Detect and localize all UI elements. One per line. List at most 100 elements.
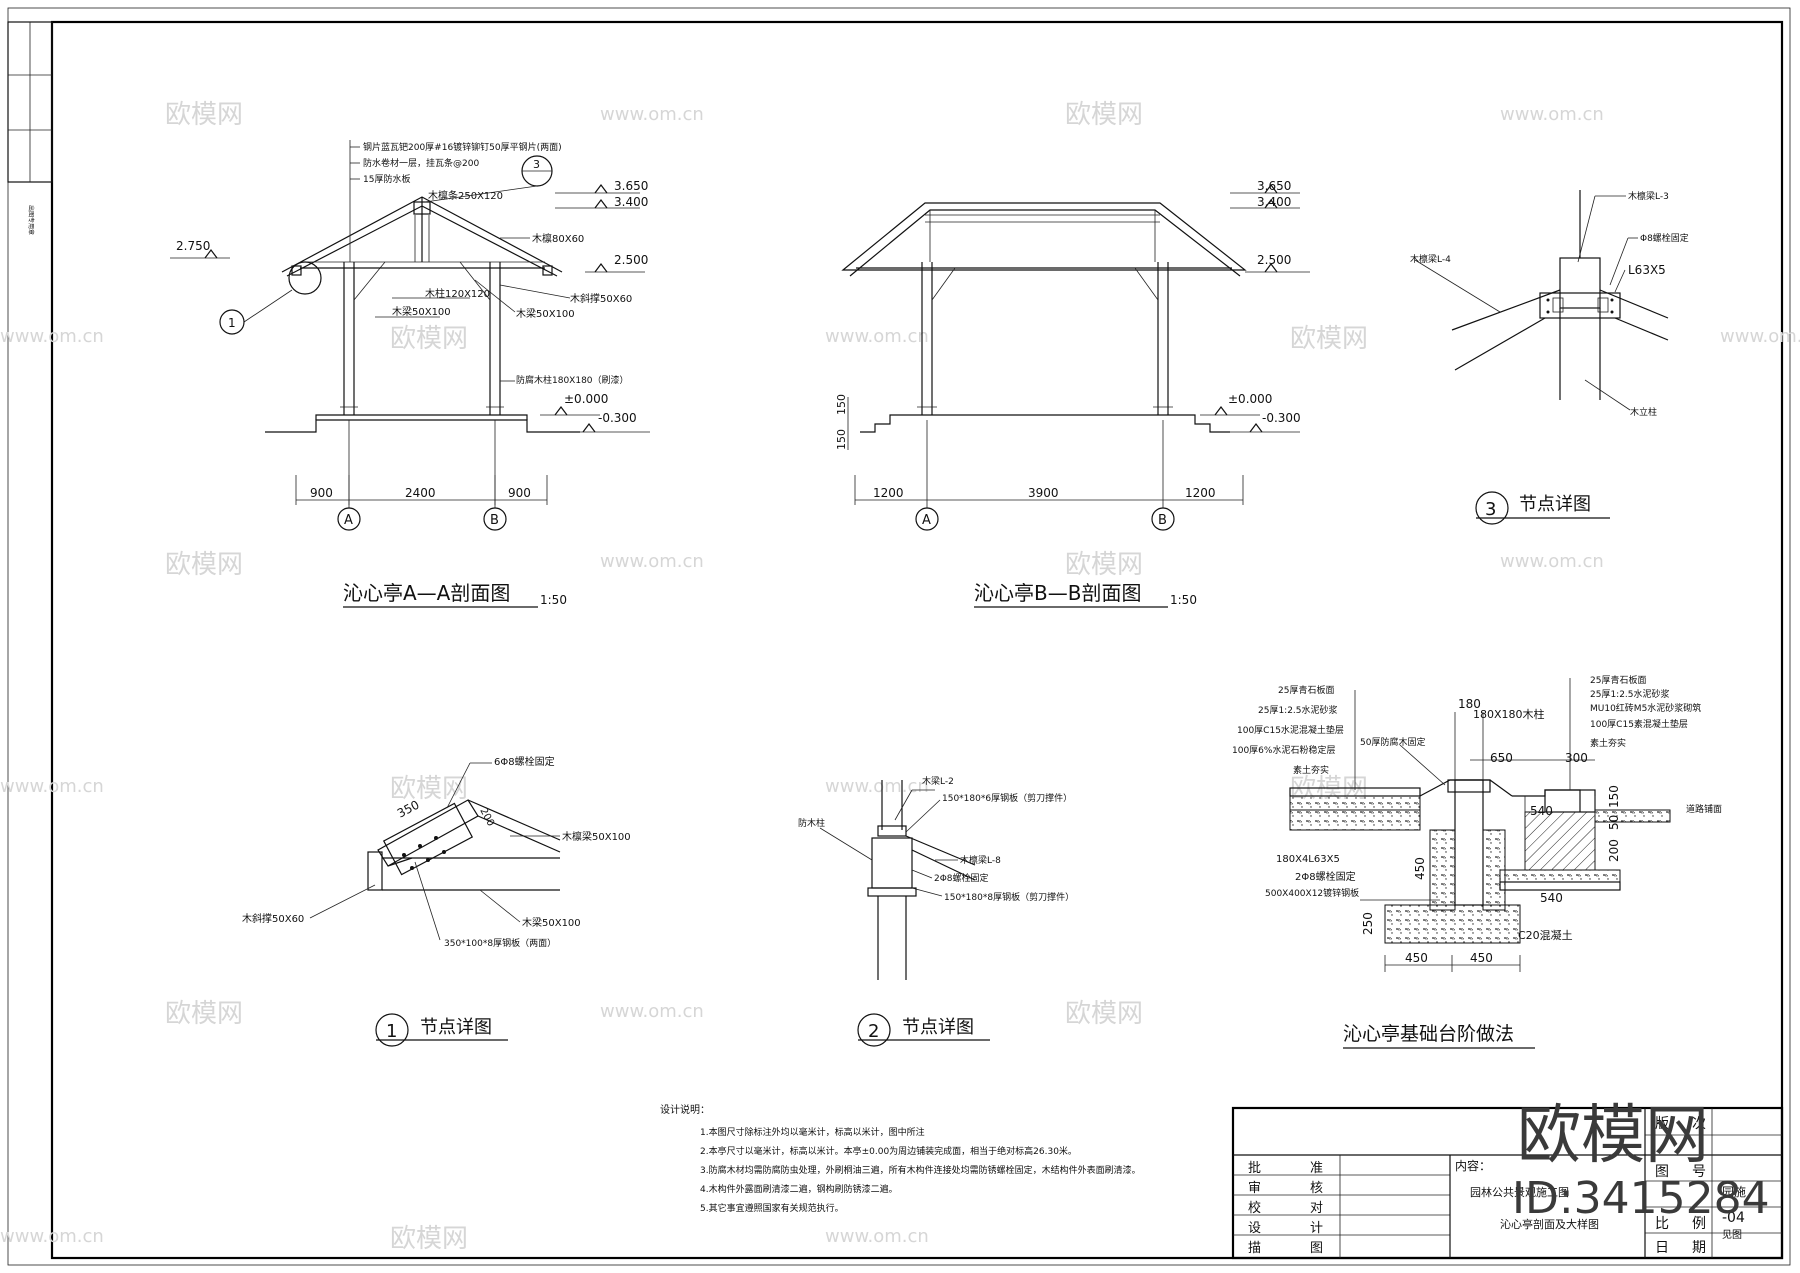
fd-right-4: 100厚C15素混凝土垫层 [1590, 718, 1688, 730]
watermark-logo: 欧模网 [165, 999, 243, 1029]
tb-right-5: 比 [1655, 1216, 1669, 1232]
n3-label-post: 木立柱 [1630, 406, 1657, 418]
fd-dim-150-v: 150 [1607, 785, 1621, 808]
roof-note-2: 防水卷材一层，挂瓦条@200 [363, 157, 479, 169]
elev-a-000: ±0.000 [564, 392, 608, 406]
elev-a-3400: 3.400 [614, 195, 648, 209]
fd-dim-300: 300 [1565, 751, 1588, 765]
elev-b-3400: 3.400 [1257, 195, 1291, 209]
watermark-logo: 欧模网 [390, 774, 468, 804]
side-stamp: 出图专用章 [27, 205, 35, 235]
note-5: 5.其它事宜遵照国家有关规范执行。 [700, 1202, 844, 1214]
label-beam-left: 木梁50X100 [392, 305, 451, 318]
label-strut: 木斜撑50X60 [570, 292, 632, 305]
label-purlin: 木檩条250X120 [428, 189, 503, 202]
detail-ref-3: 3 [533, 158, 540, 171]
watermark-url: www.om.cn [600, 104, 704, 125]
fd-mid-4: 2Φ8螺栓固定 [1295, 870, 1356, 883]
fd-dim-50-v: 50 [1607, 815, 1621, 830]
title-block: 批 准 审 核 校 对 设 计 描 图 内容： 园林公共景观施工图 沁心亭剖面及… [1231, 1106, 1784, 1260]
n1-label-strut: 木斜撑50X60 [242, 912, 304, 925]
fd-left-3: 100厚C15水泥混凝土垫层 [1237, 724, 1344, 736]
tb-role-2a: 审 [1248, 1181, 1261, 1196]
watermark-url: www.om.cn [825, 326, 929, 347]
watermark-url: www.om.cn [0, 326, 104, 347]
watermark-logo: 欧模网 [390, 1224, 468, 1254]
watermark-url: www.om.cn [600, 551, 704, 572]
tb-right-3: 图 [1655, 1164, 1669, 1180]
notes-title: 设计说明： [660, 1103, 710, 1116]
watermark-layer: 欧模网 www.om.cn 欧模网 www.om.cn www.om.cn 欧模… [0, 100, 1800, 1254]
tb-content-2: 沁心亭剖面及大样图 [1500, 1217, 1599, 1231]
title-section-b: 沁心亭B—B剖面图 [974, 581, 1141, 605]
n1-label-bolts: 6Φ8螺栓固定 [494, 755, 555, 768]
n2-label-column: 防木柱 [798, 817, 825, 829]
n2-label-plate-bot: 150*180*8厚钢板（剪刀撑件） [944, 891, 1074, 903]
dim-a-2400: 2400 [405, 486, 436, 500]
n1-label-plate: 350*100*8厚钢板（两面） [444, 937, 556, 949]
fd-left-1b: 25厚青石板面 [1278, 684, 1334, 696]
watermark-url: www.om.cn [1720, 326, 1800, 347]
tb-role-5a: 描 [1248, 1241, 1261, 1256]
n2-label-beam: 木梁L-2 [922, 775, 954, 787]
fd-dim-200-v: 200 [1607, 839, 1621, 862]
section-a-drawing: 1 3 3.650 3.400 2.750 2.500 ±0.000 -0.30… [170, 140, 650, 608]
n3-label-l3: 木檩梁L-3 [1628, 190, 1669, 202]
fd-dim-650: 650 [1490, 751, 1513, 765]
fd-dim-180: 180 [1458, 697, 1481, 711]
watermark-url: www.om.cn [1500, 551, 1604, 572]
note-2: 2.本亭尺寸以毫米计，标高以米计。本亭±0.00为周边铺装完成面，相当于绝对标高… [700, 1145, 1077, 1157]
title-foundation: 沁心亭基础台阶做法 [1343, 1023, 1514, 1045]
tb-role-3b: 对 [1310, 1201, 1323, 1216]
detail-ref-1: 1 [228, 316, 236, 330]
watermark-logo: 欧模网 [1065, 999, 1143, 1029]
watermark-big-logo: 欧模网 [1517, 1099, 1709, 1173]
tb-role-1a: 批 [1248, 1161, 1261, 1176]
fd-mid-2: 180X180木柱 [1473, 707, 1545, 721]
design-notes: 设计说明： 1.本图尺寸除标注外均以毫米计，标高以米计，图中所注 2.本亭尺寸以… [660, 1103, 1141, 1214]
section-b-drawing: 3.650 3.400 2.500 ±0.000 -0.300 150 150 … [835, 179, 1310, 608]
fd-dim-450-a: 450 [1405, 951, 1428, 965]
tb-content-1: 园林公共景观施工图 [1470, 1185, 1569, 1199]
node-detail-2: 木梁L-2 150*180*6厚钢板（剪刀撑件） 木檩梁L-8 2Φ8螺栓固定 … [798, 775, 1074, 1047]
tb-role-4a: 设 [1248, 1221, 1261, 1236]
fd-mid-7: 道路铺面 [1686, 803, 1722, 815]
dim-a-900-left: 900 [310, 486, 333, 500]
fd-dim-540-top: 540 [1530, 804, 1553, 818]
watermark-url: www.om.cn [0, 1226, 104, 1247]
tb-right-6: 例 [1692, 1216, 1706, 1232]
fd-mid-6: C20混凝土 [1518, 928, 1573, 942]
sheet-frame: 出图专用章 [7, 7, 1791, 1266]
elev-b-2500: 2.500 [1257, 253, 1291, 267]
tb-right-1: 版 [1655, 1116, 1669, 1132]
watermark-logo: 欧模网 [1065, 100, 1143, 130]
n1-label-beam-bot: 木梁50X100 [522, 916, 581, 929]
elev-b-000: ±0.000 [1228, 392, 1272, 406]
watermark-logo: 欧模网 [390, 324, 468, 354]
tb-right-4: 号 [1692, 1164, 1706, 1180]
title-node2: 节点详图 [902, 1017, 974, 1038]
roof-note-3: 15厚防水板 [363, 173, 410, 185]
fd-right-2: 25厚1:2.5水泥砂浆 [1590, 688, 1670, 700]
watermark-url: www.om.cn [1500, 104, 1604, 125]
tb-right-2: 次 [1692, 1116, 1706, 1132]
title-node3: 节点详图 [1519, 494, 1591, 515]
axis-a-b: B [490, 513, 499, 528]
title-node1: 节点详图 [420, 1017, 492, 1038]
fd-dim-450-v: 450 [1413, 857, 1427, 880]
elev-b-3650: 3.650 [1257, 179, 1291, 193]
watermark-url: www.om.cn [825, 1226, 929, 1247]
note-4: 4.木构件外露面刷清漆二遍，钢构刷防锈漆二遍。 [700, 1183, 898, 1195]
watermark-id: ID:3415284 [1512, 1173, 1770, 1224]
tb-content-label: 内容： [1455, 1158, 1491, 1173]
n2-label-purlin: 木檩梁L-8 [960, 854, 1001, 866]
label-post: 防腐木柱180X180（刷漆） [516, 374, 629, 386]
n1-number: 1 [386, 1021, 397, 1042]
fd-left-5: 素土夯实 [1293, 764, 1329, 776]
elev-a-2500: 2.500 [614, 253, 648, 267]
fd-left-2: 25厚1:2.5水泥砂浆 [1258, 704, 1338, 716]
fd-mid-1: 50厚防腐木固定 [1360, 736, 1425, 748]
watermark-logo: 欧模网 [165, 100, 243, 130]
tb-cat: 园施 [1722, 1185, 1746, 1199]
